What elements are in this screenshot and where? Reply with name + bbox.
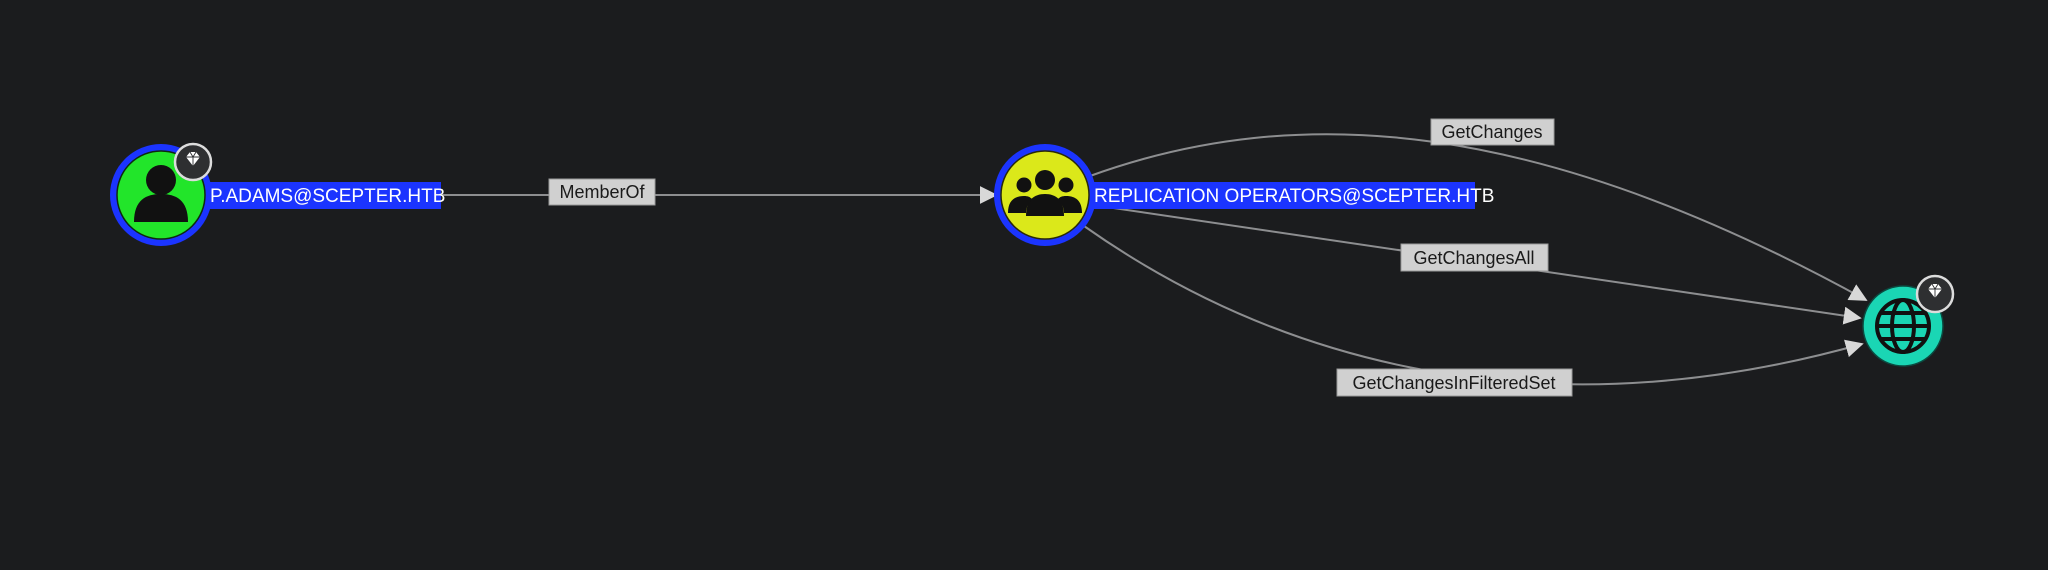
diamond-icon <box>186 151 200 166</box>
edge-label-memberof[interactable]: MemberOf <box>548 178 656 206</box>
edge-getchanges[interactable] <box>1089 133 1868 301</box>
node-p-adams[interactable]: P.ADAMS@SCEPTER.HTB <box>110 142 445 246</box>
node-domain-badge <box>1915 274 1955 314</box>
globe-icon <box>1875 298 1931 354</box>
edge-label-getchangesinfilteredset[interactable]: GetChangesInFilteredSet <box>1336 368 1573 397</box>
node-replication-operators-label: REPLICATION OPERATORS@SCEPTER.HTB <box>1090 182 1494 209</box>
edge-label-getchanges-text: GetChanges <box>1441 122 1542 142</box>
group-icon <box>1008 170 1082 216</box>
diamond-icon <box>1928 283 1942 298</box>
node-replication-operators-label-text: REPLICATION OPERATORS@SCEPTER.HTB <box>1094 186 1494 207</box>
node-domain[interactable] <box>1862 274 1955 367</box>
edge-label-getchangesinfilteredset-text: GetChangesInFilteredSet <box>1352 373 1555 393</box>
edge-label-getchangesall[interactable]: GetChangesAll <box>1400 243 1549 272</box>
edge-label-getchanges[interactable]: GetChanges <box>1430 118 1555 146</box>
node-replication-operators[interactable]: REPLICATION OPERATORS@SCEPTER.HTB <box>994 144 1494 246</box>
edge-label-getchangesall-text: GetChangesAll <box>1413 248 1534 268</box>
edge-label-memberof-text: MemberOf <box>559 182 645 202</box>
edge-getchangesinfilteredset[interactable] <box>1083 225 1864 386</box>
node-p-adams-badge <box>173 142 213 182</box>
node-p-adams-label-text: P.ADAMS@SCEPTER.HTB <box>210 186 445 207</box>
edges <box>438 133 1868 386</box>
node-p-adams-label: P.ADAMS@SCEPTER.HTB <box>206 182 445 209</box>
user-icon <box>134 165 188 222</box>
